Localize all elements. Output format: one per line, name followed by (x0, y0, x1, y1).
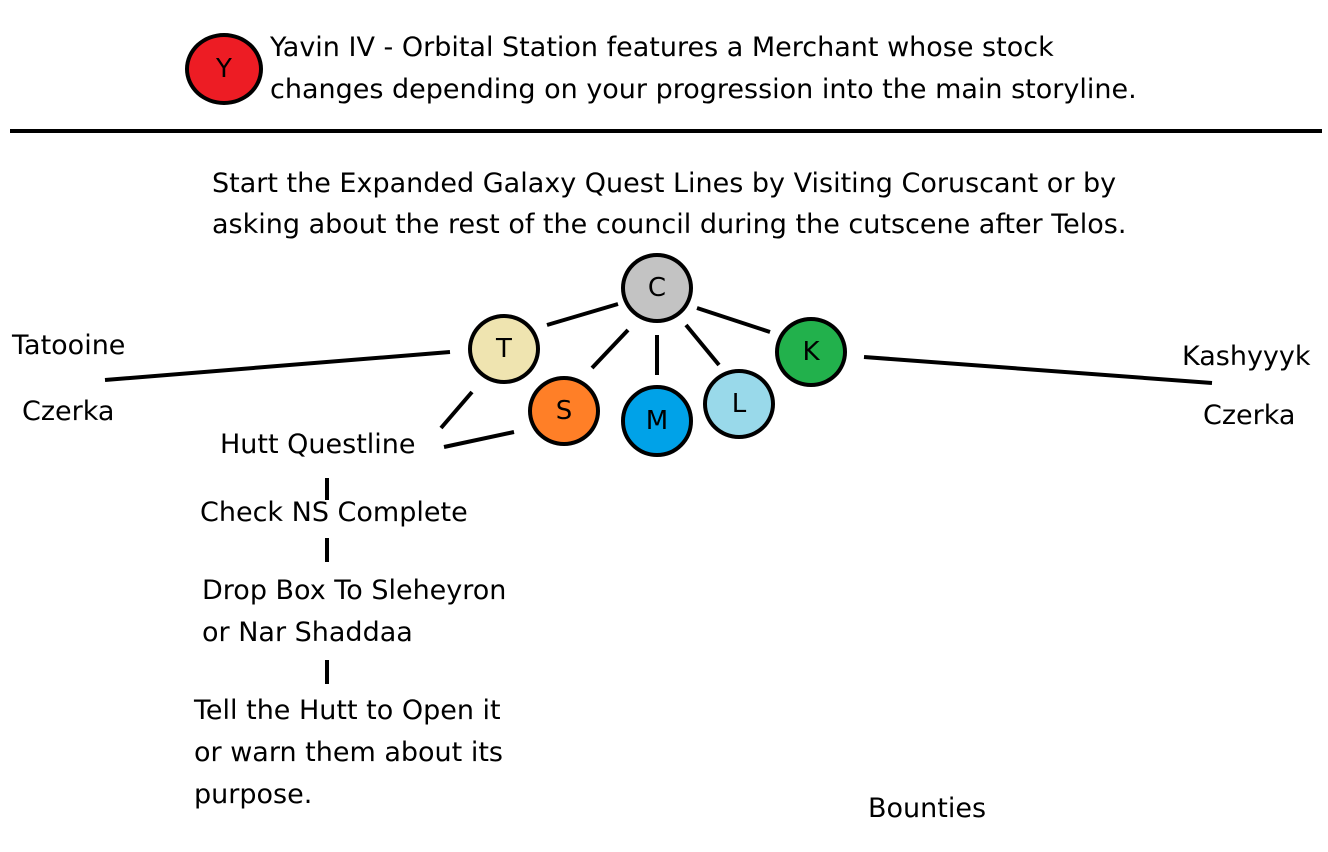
hutt-step2-line1: Drop Box To Sleheyron (202, 575, 507, 606)
hutt-step3-line1: Tell the Hutt to Open it (194, 695, 501, 726)
label-kashyyyk: Kashyyyk (1182, 341, 1311, 372)
intro-text-line2: asking about the rest of the council dur… (212, 209, 1127, 240)
node-m-label: M (645, 406, 669, 436)
legend-node-label: Y (216, 54, 232, 84)
node-k: K (775, 317, 847, 387)
node-t: T (468, 314, 540, 384)
edge-s-hutt (443, 430, 515, 449)
edge-t-hutt (439, 390, 474, 430)
node-l-label: L (731, 389, 747, 419)
edge-k-kashyyyk (863, 355, 1213, 385)
node-t-label: T (496, 334, 512, 364)
legend-text-line1: Yavin IV - Orbital Station features a Me… (270, 32, 1054, 63)
hutt-step3-line3: purpose. (194, 779, 313, 810)
hutt-step3-line2: or warn them about its (194, 737, 503, 768)
legend-node-y: Y (185, 33, 263, 105)
edge-c-s (590, 328, 630, 370)
intro-text-line1: Start the Expanded Galaxy Quest Lines by… (212, 168, 1117, 199)
edge-c-l (684, 323, 721, 367)
node-l: L (703, 369, 775, 439)
node-s: S (528, 376, 600, 446)
edge-c-t (546, 302, 619, 327)
hutt-step1: Check NS Complete (200, 497, 468, 528)
label-czerka-left: Czerka (22, 396, 115, 427)
node-k-label: K (802, 337, 820, 367)
legend-text-line2: changes depending on your progression in… (270, 74, 1137, 105)
node-m: M (621, 385, 693, 457)
hutt-questline-title: Hutt Questline (220, 429, 416, 460)
label-czerka-right: Czerka (1203, 400, 1296, 431)
node-c: C (621, 253, 693, 323)
label-tatooine: Tatooine (12, 330, 126, 361)
edge-t-tatooine (104, 350, 451, 382)
label-bounties: Bounties (868, 793, 987, 824)
node-s-label: S (555, 396, 573, 426)
node-c-label: C (647, 273, 667, 303)
hutt-step2-line2: or Nar Shaddaa (202, 617, 413, 648)
edge-c-k (696, 306, 771, 334)
